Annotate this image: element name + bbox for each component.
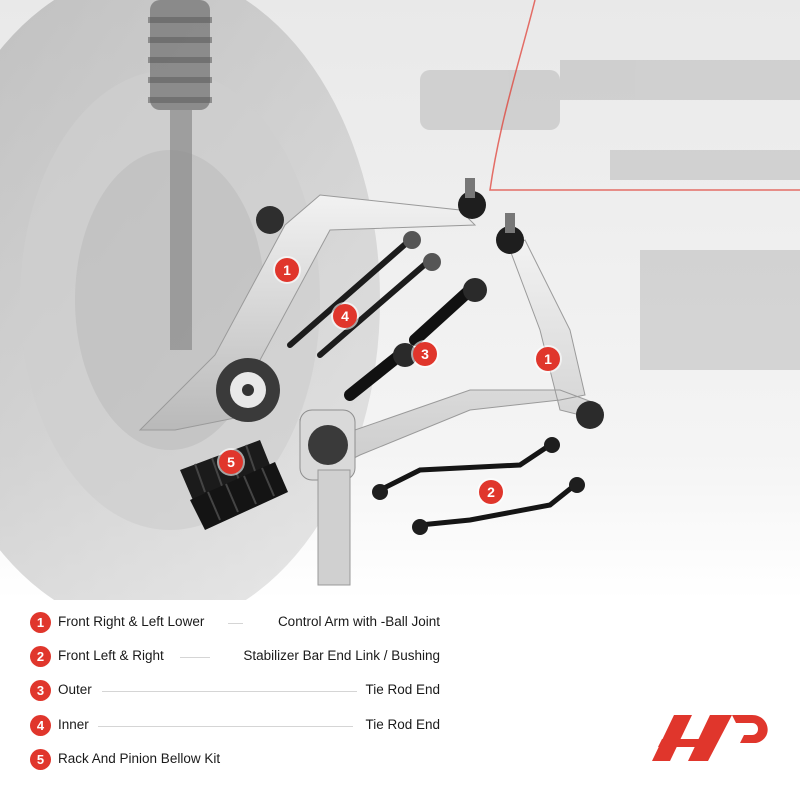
legend-row: 5 Rack And Pinion Bellow Kit	[30, 748, 450, 772]
legend-right-label: Tie Rod End	[365, 682, 440, 697]
legend-left-label: Front Right & Left Lower	[58, 614, 205, 629]
legend-divider	[102, 691, 357, 692]
product-scene: 1 4 3 1 5 2	[0, 0, 800, 600]
legend-right-label: Control Arm with -Ball Joint	[277, 614, 440, 629]
legend-right-label: Tie Rod End	[365, 717, 440, 732]
tie-rod-icon	[344, 284, 476, 401]
legend-divider	[180, 657, 210, 658]
legend-number-badge: 3	[30, 680, 51, 701]
suspension-background	[0, 0, 800, 600]
callout-badge: 1	[536, 347, 560, 371]
legend-divider	[228, 623, 243, 624]
legend-right-label: Stabilizer Bar End Link / Bushing	[243, 648, 440, 663]
legend-number-badge: 4	[30, 715, 51, 736]
callout-badge: 4	[333, 304, 357, 328]
legend-left-label: Inner	[58, 717, 89, 732]
callout-badge: 2	[479, 480, 503, 504]
legend-number-badge: 2	[30, 646, 51, 667]
stabilizer-link-icon	[377, 442, 578, 528]
legend-row: 4 Inner Tie Rod End	[30, 714, 450, 738]
legend-number-badge: 1	[30, 612, 51, 633]
control-arm-icon	[138, 178, 486, 431]
legend-left-label: Rack And Pinion Bellow Kit	[58, 751, 221, 766]
legend-row: 2 Front Left & Right Stabilizer Bar End …	[30, 645, 450, 669]
callout-badge: 1	[275, 258, 299, 282]
callout-badge: 5	[219, 450, 243, 474]
legend-left-label: Outer	[58, 682, 92, 697]
callout-badge: 3	[413, 342, 437, 366]
legend-left-label: Front Left & Right	[58, 648, 164, 663]
legend-row: 1 Front Right & Left Lower Control Arm w…	[30, 611, 450, 635]
legend-row: 3 Outer Tie Rod End	[30, 679, 450, 703]
tie-rod-icon	[287, 237, 433, 358]
parts-legend: 1 Front Right & Left Lower Control Arm w…	[0, 600, 800, 800]
brand-logo-icon	[652, 715, 768, 761]
legend-number-badge: 5	[30, 749, 51, 770]
legend-divider	[98, 726, 353, 727]
control-arm-icon	[299, 213, 604, 586]
